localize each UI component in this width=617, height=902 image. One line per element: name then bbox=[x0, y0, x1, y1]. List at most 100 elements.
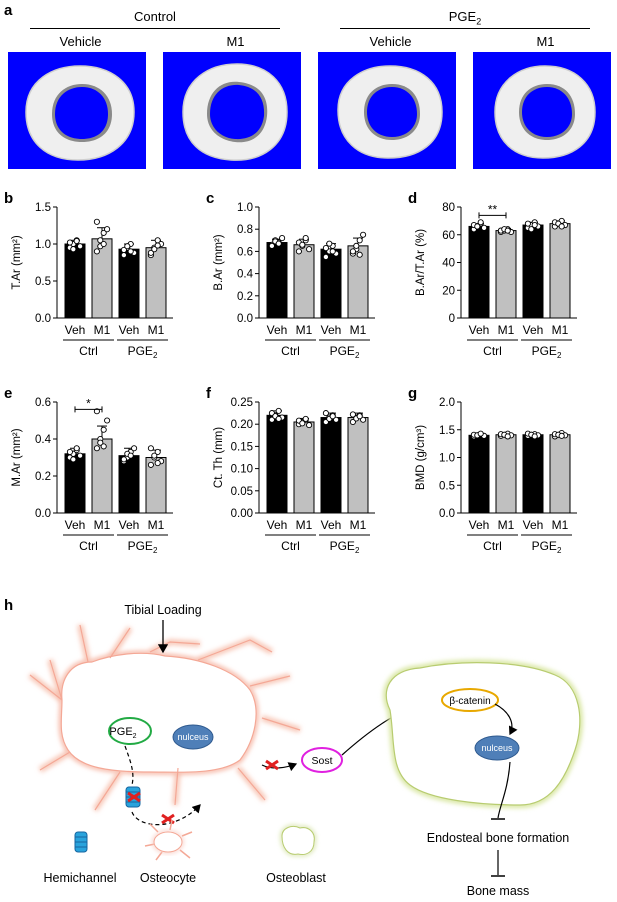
data-point bbox=[524, 220, 531, 227]
x-tick-label: Veh bbox=[321, 518, 342, 532]
panel-label-f: f bbox=[206, 385, 211, 402]
data-point bbox=[97, 439, 104, 446]
data-point bbox=[558, 223, 565, 230]
panel-label-h: h bbox=[4, 597, 14, 614]
y-tick-label: 0 bbox=[449, 313, 455, 325]
y-tick-label: 1.0 bbox=[35, 239, 51, 251]
bar bbox=[266, 242, 288, 319]
data-point bbox=[356, 251, 363, 258]
y-tick-label: 0.10 bbox=[231, 464, 253, 476]
pge2-text: PGE2 bbox=[109, 726, 136, 740]
data-point bbox=[127, 452, 134, 459]
data-point bbox=[504, 433, 511, 440]
y-axis-label: B.Ar/T.Ar (%) bbox=[415, 229, 427, 296]
data-point bbox=[147, 445, 154, 452]
data-point bbox=[531, 433, 538, 440]
x-tick-label: Veh bbox=[65, 518, 86, 532]
y-tick-label: 0.6 bbox=[35, 397, 51, 409]
data-point bbox=[531, 221, 538, 229]
osteoblast-nucleus-text: nulceus bbox=[481, 743, 513, 753]
bar bbox=[495, 434, 517, 514]
data-point bbox=[93, 248, 100, 255]
data-point bbox=[93, 218, 100, 225]
data-point bbox=[302, 235, 309, 242]
col-label-m1-control: M1 bbox=[226, 34, 245, 49]
data-point bbox=[100, 443, 107, 450]
bar bbox=[145, 247, 167, 319]
bar bbox=[522, 224, 544, 319]
panel-label-g: g bbox=[408, 385, 418, 402]
data-point bbox=[131, 445, 138, 452]
data-point bbox=[73, 445, 80, 452]
data-point bbox=[154, 460, 161, 467]
catenin-nucleus-arrow bbox=[494, 703, 518, 736]
data-point bbox=[306, 246, 313, 253]
x-tick-label: M1 bbox=[350, 518, 367, 532]
data-point bbox=[528, 226, 535, 233]
bar bbox=[118, 455, 140, 514]
data-point bbox=[481, 224, 488, 231]
data-point bbox=[279, 235, 286, 242]
data-point bbox=[77, 452, 84, 459]
data-point bbox=[66, 239, 73, 246]
y-tick-label: 0.20 bbox=[231, 419, 253, 431]
group-label-pge2: PGE2 bbox=[448, 9, 482, 27]
x-tick-label: M1 bbox=[296, 518, 313, 532]
y-tick-label: 1.0 bbox=[439, 453, 455, 465]
legend-osteoblast-label: Osteoblast bbox=[266, 871, 326, 885]
legend-hemichannel-label: Hemichannel bbox=[44, 871, 117, 885]
data-point bbox=[275, 407, 282, 414]
y-axis-label: B.Ar (mm²) bbox=[213, 234, 225, 290]
dashed-path-pge2-hemichannel bbox=[124, 745, 134, 786]
bar bbox=[468, 434, 490, 514]
data-point bbox=[147, 461, 154, 468]
data-point bbox=[474, 223, 481, 230]
data-point bbox=[356, 413, 363, 420]
microct-image-pge2-m1 bbox=[473, 52, 611, 169]
x-tick-label: M1 bbox=[552, 518, 569, 532]
y-tick-label: 0.0 bbox=[35, 508, 51, 520]
data-point bbox=[77, 243, 84, 250]
mechanism-diagram: Tibial Loading PGE2 nulceus Sost β-caten… bbox=[28, 603, 583, 898]
group-label: PGE2 bbox=[330, 344, 360, 360]
bar bbox=[320, 248, 342, 319]
x-tick-label: M1 bbox=[148, 323, 165, 337]
group-label: Ctrl bbox=[79, 539, 98, 553]
x-tick-label: Veh bbox=[65, 323, 86, 337]
y-axis-label: T.Ar (mm²) bbox=[11, 235, 23, 289]
data-point bbox=[322, 410, 329, 417]
microct-image-control-vehicle bbox=[8, 52, 146, 169]
y-tick-label: 40 bbox=[442, 258, 455, 270]
data-point bbox=[333, 416, 340, 423]
data-point bbox=[120, 246, 127, 253]
x-tick-label: M1 bbox=[498, 323, 515, 337]
data-point bbox=[299, 241, 306, 248]
data-point bbox=[326, 240, 333, 247]
tibial-loading-text: Tibial Loading bbox=[124, 603, 201, 617]
panel-label-d: d bbox=[408, 190, 418, 207]
data-point bbox=[154, 448, 161, 456]
group-underline-control bbox=[30, 28, 280, 29]
y-tick-label: 0.0 bbox=[439, 508, 455, 520]
bar bbox=[64, 243, 86, 319]
x-tick-label: Veh bbox=[267, 518, 288, 532]
data-point bbox=[349, 248, 356, 255]
data-point bbox=[353, 242, 360, 249]
y-tick-label: 80 bbox=[442, 202, 455, 214]
microct-image-pge2-vehicle bbox=[318, 52, 456, 169]
beta-catenin-node bbox=[441, 688, 499, 712]
data-point bbox=[70, 246, 77, 253]
y-axis-label: M.Ar (mm²) bbox=[11, 428, 23, 486]
data-point bbox=[329, 413, 336, 420]
group-label: Ctrl bbox=[483, 344, 502, 358]
block-x-icon bbox=[127, 791, 141, 803]
y-tick-label: 20 bbox=[442, 285, 455, 297]
col-label-vehicle-control: Vehicle bbox=[59, 34, 102, 49]
x-tick-label: Veh bbox=[523, 323, 544, 337]
y-tick-label: 60 bbox=[442, 230, 455, 242]
x-tick-label: M1 bbox=[552, 323, 569, 337]
data-point bbox=[356, 237, 363, 244]
group-label: PGE2 bbox=[330, 539, 360, 555]
